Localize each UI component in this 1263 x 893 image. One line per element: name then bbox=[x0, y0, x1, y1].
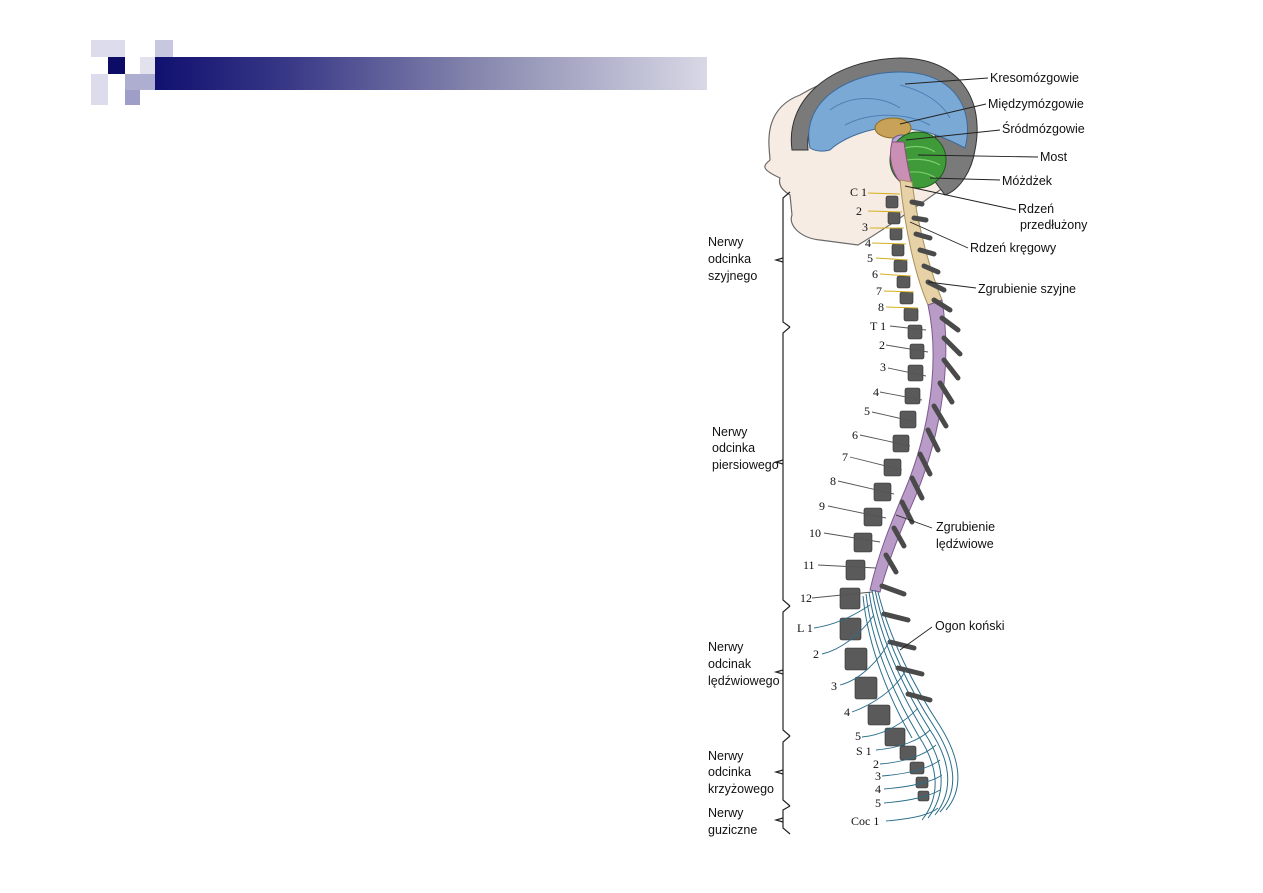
nerve-number: Coc 1 bbox=[851, 814, 879, 828]
spinous-processes bbox=[879, 199, 963, 703]
label-zgrubienie-ledzwiowe-2: lędźwiowe bbox=[936, 537, 994, 551]
nerve-number: 2 bbox=[873, 757, 879, 771]
header-square-mid bbox=[125, 90, 140, 105]
nerve-number: 4 bbox=[865, 236, 871, 250]
header-square-mid bbox=[125, 74, 155, 90]
nerve-number: 10 bbox=[809, 526, 821, 540]
nerve-number: 6 bbox=[872, 267, 878, 281]
region-krzyzowe-line3: krzyżowego bbox=[708, 782, 774, 796]
nerve-number: T 1 bbox=[870, 319, 886, 333]
label-rdzen-kregowy: Rdzeń kręgowy bbox=[970, 241, 1057, 255]
region-piersiowe-line1: Nerwy bbox=[712, 425, 748, 439]
header-square-light bbox=[140, 57, 155, 74]
region-guziczne-line2: guziczne bbox=[708, 823, 757, 837]
region-ledzwiowe-line2: odcinak bbox=[708, 657, 752, 671]
lumbosacral-nerves bbox=[813, 604, 943, 822]
region-ledzwiowe-line3: lędźwiowego bbox=[708, 674, 780, 688]
label-srodmozgowie: Śródmózgowie bbox=[1002, 121, 1085, 136]
nerve-number: S 1 bbox=[856, 744, 872, 758]
region-szyjne-line1: Nerwy bbox=[708, 235, 744, 249]
region-szyjne-line3: szyjnego bbox=[708, 269, 757, 283]
region-krzyzowe-line2: odcinka bbox=[708, 765, 751, 779]
region-piersiowe-line3: piersiowego bbox=[712, 458, 779, 472]
nerve-number: 7 bbox=[876, 284, 882, 298]
nerve-number: 5 bbox=[855, 729, 861, 743]
nerve-number: 4 bbox=[873, 385, 879, 399]
nerve-number: 5 bbox=[867, 251, 873, 265]
header-square-light bbox=[91, 74, 108, 105]
nerve-number: 2 bbox=[813, 647, 819, 661]
region-krzyzowe-line1: Nerwy bbox=[708, 749, 744, 763]
thoracic-nerves bbox=[811, 325, 929, 599]
leader-lines bbox=[895, 77, 1039, 651]
nerve-number: 8 bbox=[830, 474, 836, 488]
header-bar bbox=[155, 57, 707, 90]
cauda-equina bbox=[862, 589, 959, 821]
cervical-nerves bbox=[867, 192, 919, 309]
nerve-number: 12 bbox=[800, 591, 812, 605]
nerve-number: 3 bbox=[880, 360, 886, 374]
nerve-number: 4 bbox=[844, 705, 850, 719]
label-most: Most bbox=[1040, 150, 1068, 164]
header-square-light bbox=[155, 40, 173, 57]
nerve-number: 3 bbox=[862, 220, 868, 234]
nerve-number: 9 bbox=[819, 499, 825, 513]
nerve-number: 2 bbox=[856, 204, 862, 218]
nerve-number: 6 bbox=[852, 428, 858, 442]
region-szyjne-line2: odcinka bbox=[708, 252, 751, 266]
diencephalon bbox=[874, 117, 912, 139]
label-miedzymozgowie: Międzymózgowie bbox=[988, 97, 1084, 111]
header-square-light bbox=[91, 40, 125, 57]
nerve-number: 5 bbox=[864, 404, 870, 418]
region-braces bbox=[773, 191, 791, 835]
header-square-dark bbox=[108, 57, 125, 74]
region-piersiowe-line2: odcinka bbox=[712, 441, 755, 455]
nerve-number: 8 bbox=[878, 300, 884, 314]
label-zgrubienie-ledzwiowe: Zgrubienie bbox=[936, 520, 995, 534]
nerve-number: 2 bbox=[879, 338, 885, 352]
label-mozdzek: Móżdżek bbox=[1002, 174, 1053, 188]
nerve-number: 7 bbox=[842, 450, 848, 464]
thoracic-cord bbox=[869, 299, 947, 593]
label-ogon-konski: Ogon koński bbox=[935, 619, 1004, 633]
nerve-number: L 1 bbox=[797, 621, 813, 635]
cerebrum bbox=[808, 71, 968, 152]
nerve-number: 3 bbox=[875, 769, 881, 783]
nerve-number: 11 bbox=[803, 558, 815, 572]
nerve-number: 3 bbox=[831, 679, 837, 693]
label-zgrubienie-szyjne: Zgrubienie szyjne bbox=[978, 282, 1076, 296]
label-kresomozgowie: Kresomózgowie bbox=[990, 71, 1079, 85]
region-guziczne-line1: Nerwy bbox=[708, 806, 744, 820]
nerve-number: 5 bbox=[875, 796, 881, 810]
label-rdzen-przedluzony: Rdzeń bbox=[1018, 202, 1054, 216]
region-ledzwiowe-line1: Nerwy bbox=[708, 640, 744, 654]
nerve-number: 4 bbox=[875, 782, 881, 796]
nerve-number: C 1 bbox=[850, 185, 867, 199]
label-rdzen-przedluzony-2: przedłużony bbox=[1020, 218, 1088, 232]
